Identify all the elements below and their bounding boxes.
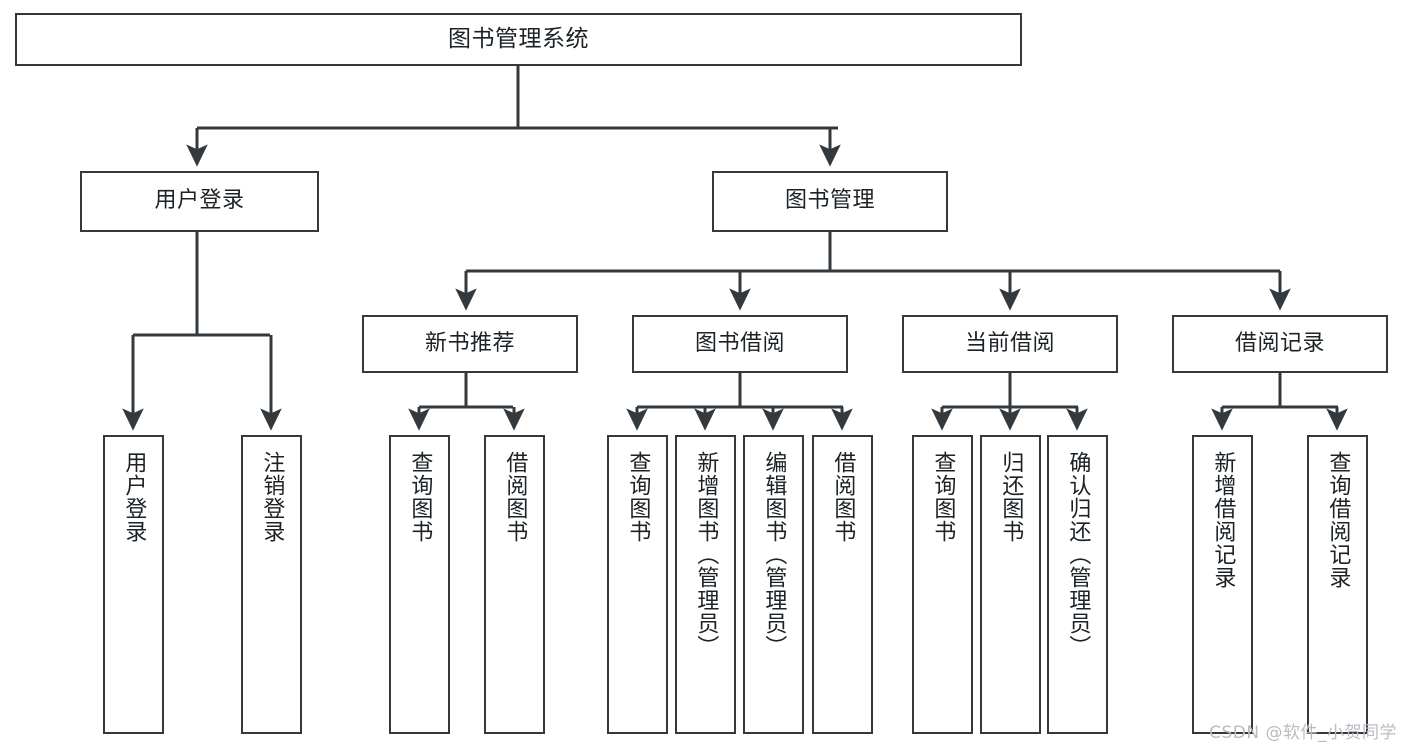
node-leaf-borrow-book-newbook-label: 借阅图书 <box>502 451 528 543</box>
node-new-book-recommend[interactable]: 新书推荐 <box>362 315 578 373</box>
node-user-login[interactable]: 用户登录 <box>80 171 319 232</box>
node-new-book-recommend-label: 新书推荐 <box>424 330 515 356</box>
node-leaf-confirm-return-admin[interactable]: 确认归还（管理员） <box>1047 435 1108 734</box>
node-leaf-query-book-newbook-label: 查询图书 <box>407 451 433 543</box>
node-leaf-confirm-return-admin-label: 确认归还（管理员） <box>1065 451 1091 658</box>
node-leaf-add-book-admin-label: 新增图书（管理员） <box>693 451 719 658</box>
node-book-borrow[interactable]: 图书借阅 <box>632 315 848 373</box>
node-leaf-edit-book-admin-label: 编辑图书（管理员） <box>761 451 787 658</box>
node-leaf-return-book-label: 归还图书 <box>998 451 1024 543</box>
node-leaf-borrow-book-label: 借阅图书 <box>830 451 856 543</box>
node-root-label: 图书管理系统 <box>448 25 589 52</box>
node-leaf-query-book-borrow-label: 查询图书 <box>625 451 651 543</box>
node-book-management-label: 图书管理 <box>784 188 875 214</box>
node-leaf-borrow-book[interactable]: 借阅图书 <box>812 435 873 734</box>
node-book-borrow-label: 图书借阅 <box>694 330 785 356</box>
node-user-login-label: 用户登录 <box>154 188 245 214</box>
node-leaf-add-book-admin[interactable]: 新增图书（管理员） <box>675 435 736 734</box>
node-book-management[interactable]: 图书管理 <box>712 171 948 232</box>
node-leaf-user-login-label: 用户登录 <box>121 451 147 543</box>
node-leaf-add-borrow-record-label: 新增借阅记录 <box>1210 451 1236 589</box>
node-leaf-add-borrow-record[interactable]: 新增借阅记录 <box>1192 435 1253 734</box>
node-borrow-record-label: 借阅记录 <box>1234 330 1325 356</box>
node-leaf-query-borrow-record[interactable]: 查询借阅记录 <box>1307 435 1368 734</box>
node-leaf-query-book-borrow[interactable]: 查询图书 <box>607 435 668 734</box>
node-leaf-logout-label: 注销登录 <box>259 451 285 543</box>
node-leaf-edit-book-admin[interactable]: 编辑图书（管理员） <box>743 435 804 734</box>
node-leaf-borrow-book-newbook[interactable]: 借阅图书 <box>484 435 545 734</box>
node-leaf-logout[interactable]: 注销登录 <box>241 435 302 734</box>
node-leaf-query-book-current[interactable]: 查询图书 <box>912 435 973 734</box>
node-leaf-query-book-newbook[interactable]: 查询图书 <box>389 435 450 734</box>
node-leaf-user-login[interactable]: 用户登录 <box>103 435 164 734</box>
node-leaf-query-book-current-label: 查询图书 <box>930 451 956 543</box>
node-root[interactable]: 图书管理系统 <box>15 13 1022 66</box>
node-leaf-return-book[interactable]: 归还图书 <box>980 435 1041 734</box>
node-leaf-query-borrow-record-label: 查询借阅记录 <box>1325 451 1351 589</box>
node-current-borrow[interactable]: 当前借阅 <box>902 315 1118 373</box>
csdn-watermark: CSDN @软件_小贺同学 <box>1209 723 1397 743</box>
node-borrow-record[interactable]: 借阅记录 <box>1172 315 1388 373</box>
node-current-borrow-label: 当前借阅 <box>964 330 1055 356</box>
